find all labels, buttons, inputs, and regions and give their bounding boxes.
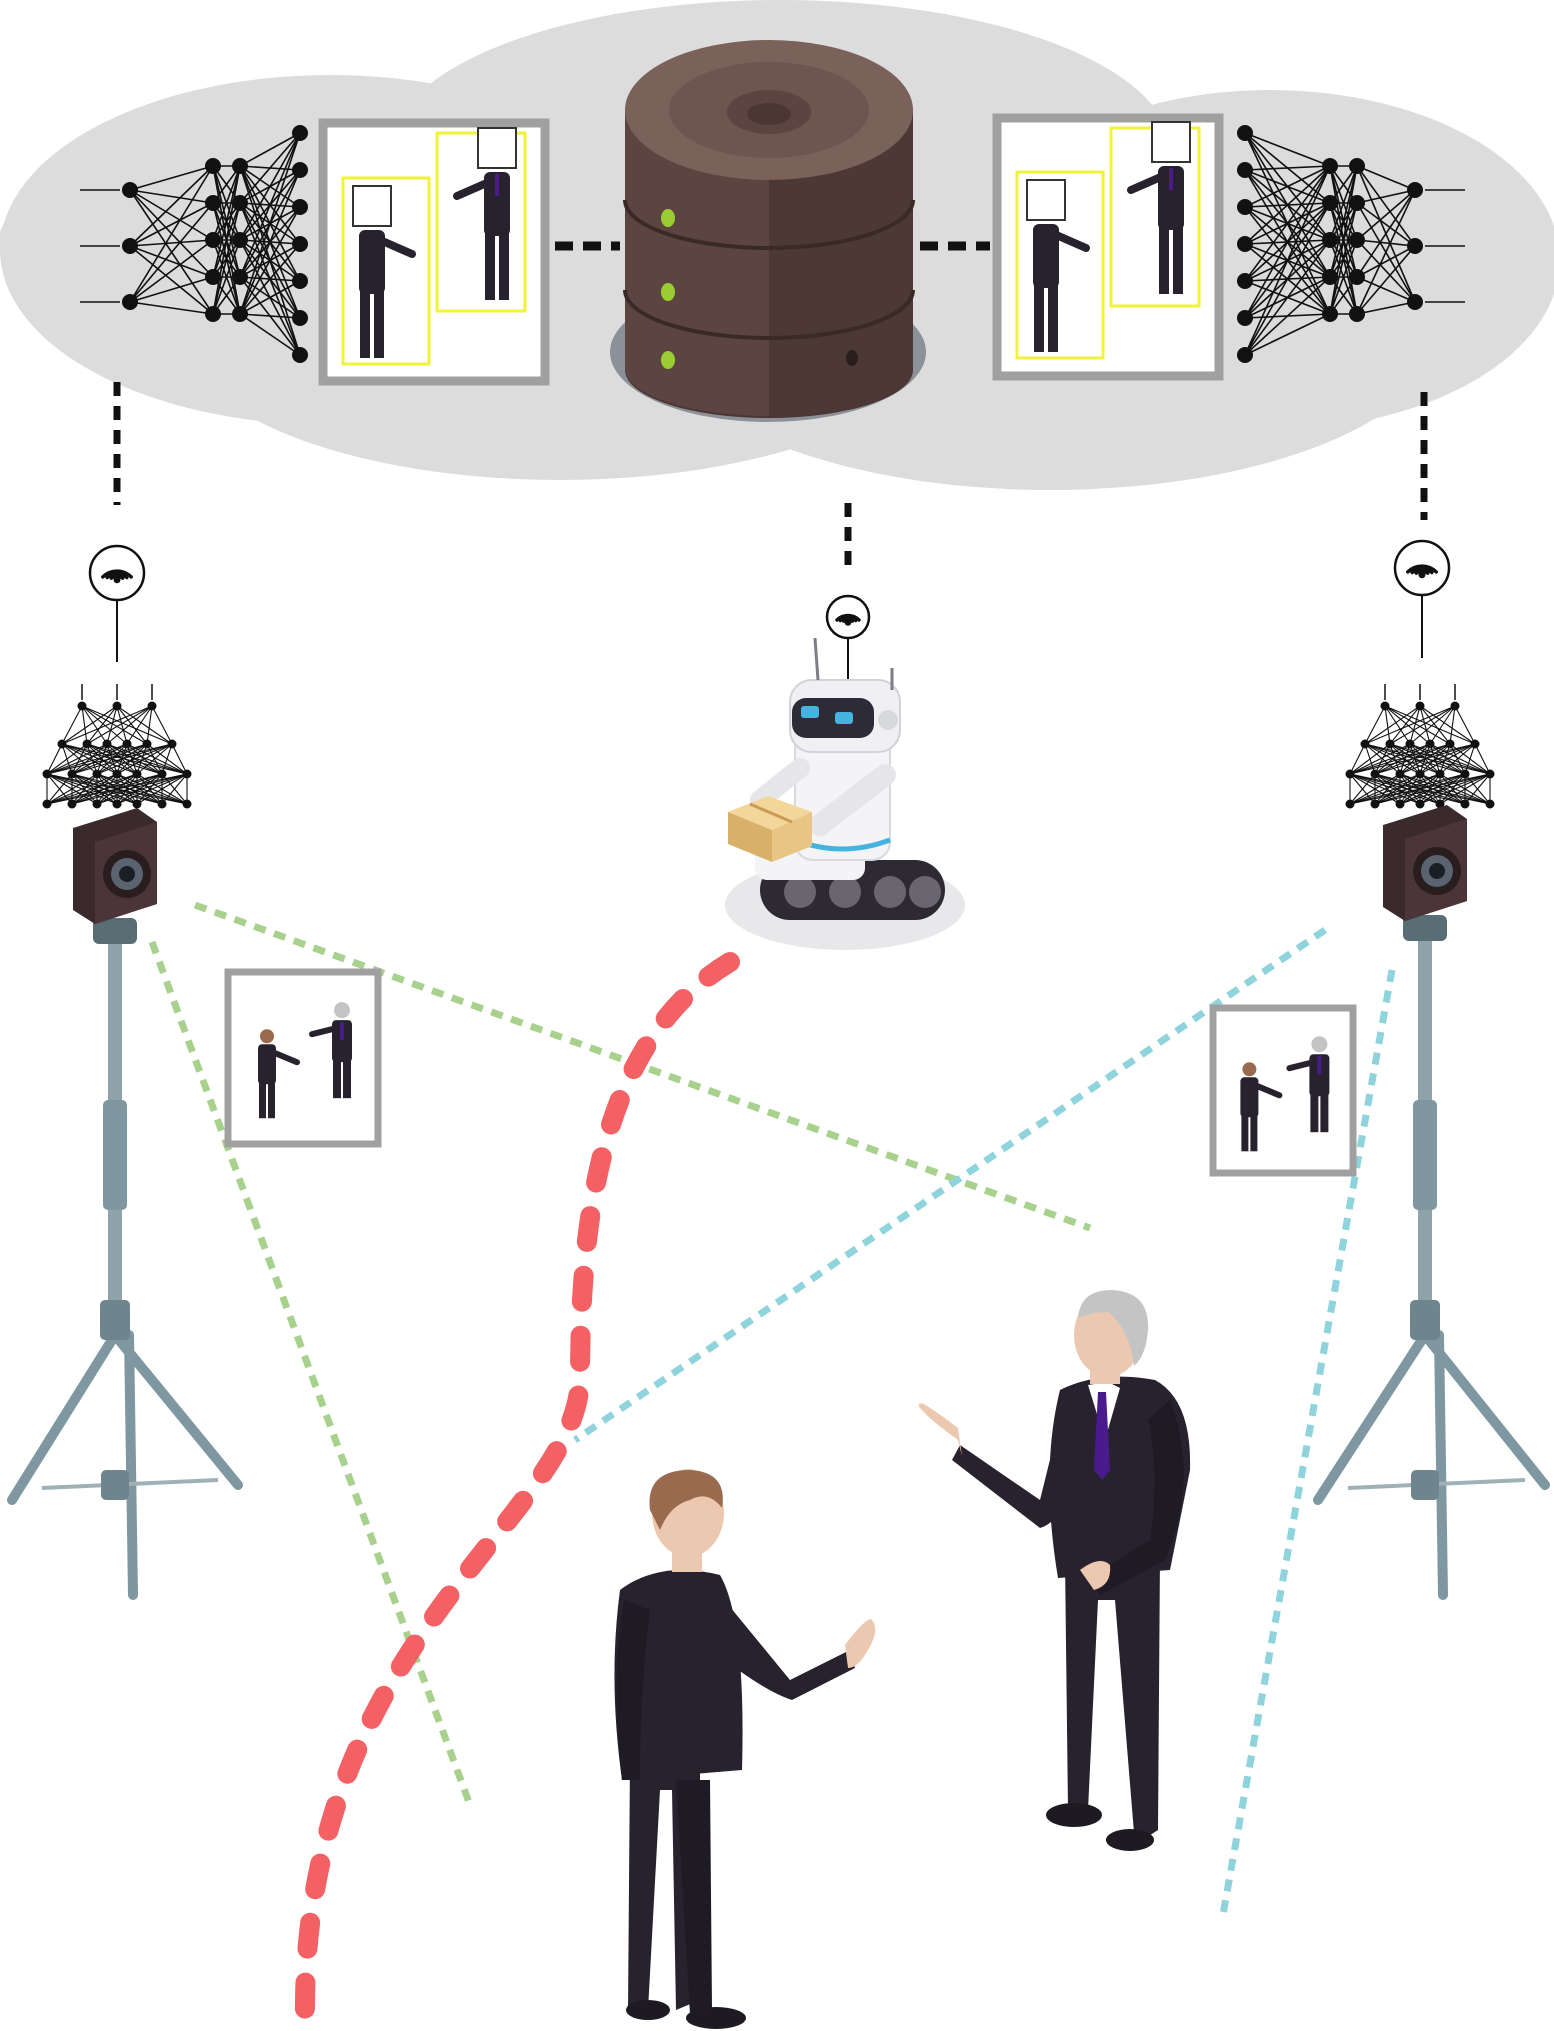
wifi-signal-icon — [825, 594, 871, 680]
database-server-icon — [610, 40, 926, 422]
detection-frame-left — [318, 118, 550, 386]
robot-path — [294, 952, 740, 2030]
person-icon — [918, 1290, 1191, 1851]
wifi-signal-icon — [88, 544, 146, 662]
neural-network-icon — [80, 125, 308, 363]
person-icon — [614, 1469, 876, 2029]
neural-network-icon — [1237, 125, 1465, 363]
camera-right-field-of-view — [573, 927, 1396, 1921]
camera-left-field-of-view — [148, 901, 1092, 1807]
camera-view-frame-right — [1209, 1004, 1357, 1177]
delivery-robot-icon — [725, 637, 965, 950]
camera-view-frame-left — [224, 968, 382, 1148]
surveillance-camera-icon — [7, 808, 243, 1600]
edge-neural-network-icon — [1345, 684, 1495, 809]
wifi-signal-icon — [1393, 539, 1451, 658]
detection-frame-right — [992, 113, 1224, 381]
edge-neural-network-icon — [42, 684, 192, 809]
surveillance-camera-icon — [1313, 805, 1550, 1600]
